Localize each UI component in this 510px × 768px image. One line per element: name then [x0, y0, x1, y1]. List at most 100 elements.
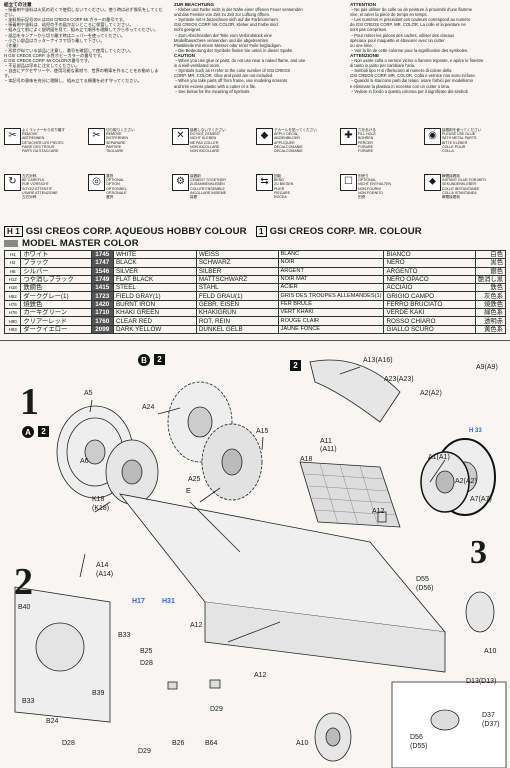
color-cell-num: 1747: [90, 258, 114, 268]
symbol-line: DECALCOMANIE: [274, 144, 303, 149]
color-cell-de: GEBR. EISEN: [195, 299, 279, 310]
symbol-line: NON INCOLLARE: [190, 149, 220, 154]
label-h31: H31: [162, 598, 175, 605]
caution-de-line: ・Die Bedeutung der Symbole finden Sie un…: [174, 47, 294, 53]
label-a11b: (A11): [320, 446, 337, 453]
step-number-1: 1: [20, 381, 39, 423]
color-cell-en: STEEL: [112, 283, 197, 293]
label-k18b: (K18): [92, 505, 110, 512]
label-b64: B64: [205, 740, 218, 747]
caution-fr-title: ATTENTION: [350, 2, 376, 7]
symbol-icon: ✂: [88, 128, 105, 145]
label-a2-bottom: A2(A2): [455, 478, 477, 485]
color-cell-en: KHAKI GREEN: [112, 308, 197, 318]
symbol-line: BITTE KLEBER: [442, 140, 468, 145]
color-cell-en: WHITE: [112, 249, 197, 260]
symbol-line: PIEGARE: [274, 190, 290, 195]
color-cell-kj: 焼鉄色: [474, 299, 507, 310]
part-d28: [167, 681, 178, 690]
label-b39: B39: [92, 690, 105, 697]
color-cell-it: FERRO BRUCIATO: [383, 299, 476, 310]
symbol-line: NICHT KLEBEN: [190, 136, 217, 141]
symbol-line: 切り取りください: [106, 128, 135, 132]
symbol-line: 左右対称: [22, 174, 37, 178]
symbol-line: PLEASE USE GLUE: [442, 132, 476, 137]
color-cell-fr: NOIR: [277, 258, 385, 268]
symbol-line: PARTI DA STACCARE: [22, 149, 59, 154]
caution-jp-line: 〈作業〉: [4, 42, 21, 48]
caution-en-title: CAUTION: [174, 52, 195, 58]
symbol-line: 選択: [106, 195, 114, 200]
label-d56: (D56): [416, 585, 434, 592]
symbol-line: 接着: [190, 195, 198, 200]
caution-en-line: ・When you use glue or paint, do not use …: [174, 58, 306, 64]
symbol-line: ABZIEHBILDER: [274, 136, 300, 141]
symbol-line: TAGLIARE: [106, 149, 124, 154]
label-a12-3: A12: [254, 672, 267, 679]
color-cell-num: 1415: [90, 283, 114, 293]
color-cell-de: WEISS: [195, 249, 279, 260]
label-b25: B25: [140, 648, 153, 655]
color-cell-code: H76: [3, 299, 22, 310]
label-b33-1: B33: [118, 632, 131, 639]
color-cell-it: ACCIAIO: [383, 283, 476, 293]
caution-de-line: GSI CREOS CORP. Mr. COLOR. Kleber und Fa…: [174, 22, 278, 28]
caution-fr-line: de GSI CREOS CORP. MR. COLOR. La colle e…: [350, 22, 466, 28]
symbol-line: FORARE: [358, 149, 373, 154]
symbol-line: 穴をあける: [358, 128, 376, 132]
caution-fr-line: spéciaux pour maquette et ébavurer avec …: [350, 37, 445, 43]
color-cell-code: H1: [3, 249, 22, 260]
caution-jp-line: ・組み立て前によく説明図を見て、組み立て順序を理解してから作ってください。: [4, 27, 159, 33]
suspension-arm: [309, 359, 401, 423]
mr-color-title: GSI CREOS CORP. MR. COLOUR: [269, 226, 422, 237]
color-cell-code: H2: [3, 258, 22, 268]
symbol-line: ABTRENNEN: [22, 136, 45, 141]
quantity-2-badge-b: 2: [154, 354, 165, 365]
symbol-line: SEKUNDENKLEBER: [442, 182, 477, 187]
caution-de-line: ・Symbole mit H bezeichnen sich auf die F…: [174, 17, 278, 23]
label-a12-1: A12: [372, 508, 385, 515]
label-a13: A13(A16): [363, 357, 393, 364]
caution-fr-it: ATTENTION ・Ne pas utiliser de colle ou d…: [350, 2, 506, 124]
symbol-line: 別売: [358, 195, 366, 200]
symbol-line: ROCKA: [274, 195, 287, 200]
color-cell-jp: ダークイエロー: [20, 324, 92, 334]
label-d55: D55: [416, 576, 429, 583]
label-a9: A9(A9): [476, 364, 498, 371]
caution-jp-line: ・自由にアクセサリーや、使用可能な素材で、世界の戦車を作ることをお勧めします。: [4, 68, 159, 79]
label-d28-2: D28: [62, 740, 75, 747]
color-cell-en: BLACK: [112, 258, 197, 268]
symbol-line: APPLY DECAL: [274, 132, 299, 137]
color-cell-it: GIALLO SCURO: [383, 324, 476, 334]
color-cell-num: 1745: [90, 249, 114, 260]
color-cell-de: STAHL: [195, 283, 279, 293]
symbol-line: CEMENT TOGETHER: [190, 178, 226, 183]
caution-en-line: CORP. MR. COLOR. Glue and paint are not …: [174, 73, 274, 79]
symbol-line: よくランナーから切り離す: [22, 128, 66, 132]
label-a23: A23(A23): [384, 376, 414, 383]
symbol-icon: ↻: [4, 174, 21, 191]
caution-jp-line: ・部品をランナーから切り離す時はニッパーを使ってください。: [4, 32, 126, 38]
symbol-line: COLLE INSTANTANEE: [442, 186, 480, 191]
symbol-icon: ⇆: [256, 174, 273, 191]
caution-jp-line: ・接着剤や塗料は、幼児の手の届かないところに保管してください。: [4, 22, 134, 28]
symbol-line: FÜR VORSICHT: [22, 182, 49, 187]
color-cell-code: H93: [3, 324, 22, 334]
runner-b-badge: B: [138, 354, 150, 366]
color-cell-jp: 焼鉄色: [20, 299, 92, 310]
caution-jp-line: ・不足部品は早めに注文してください。: [4, 63, 80, 69]
